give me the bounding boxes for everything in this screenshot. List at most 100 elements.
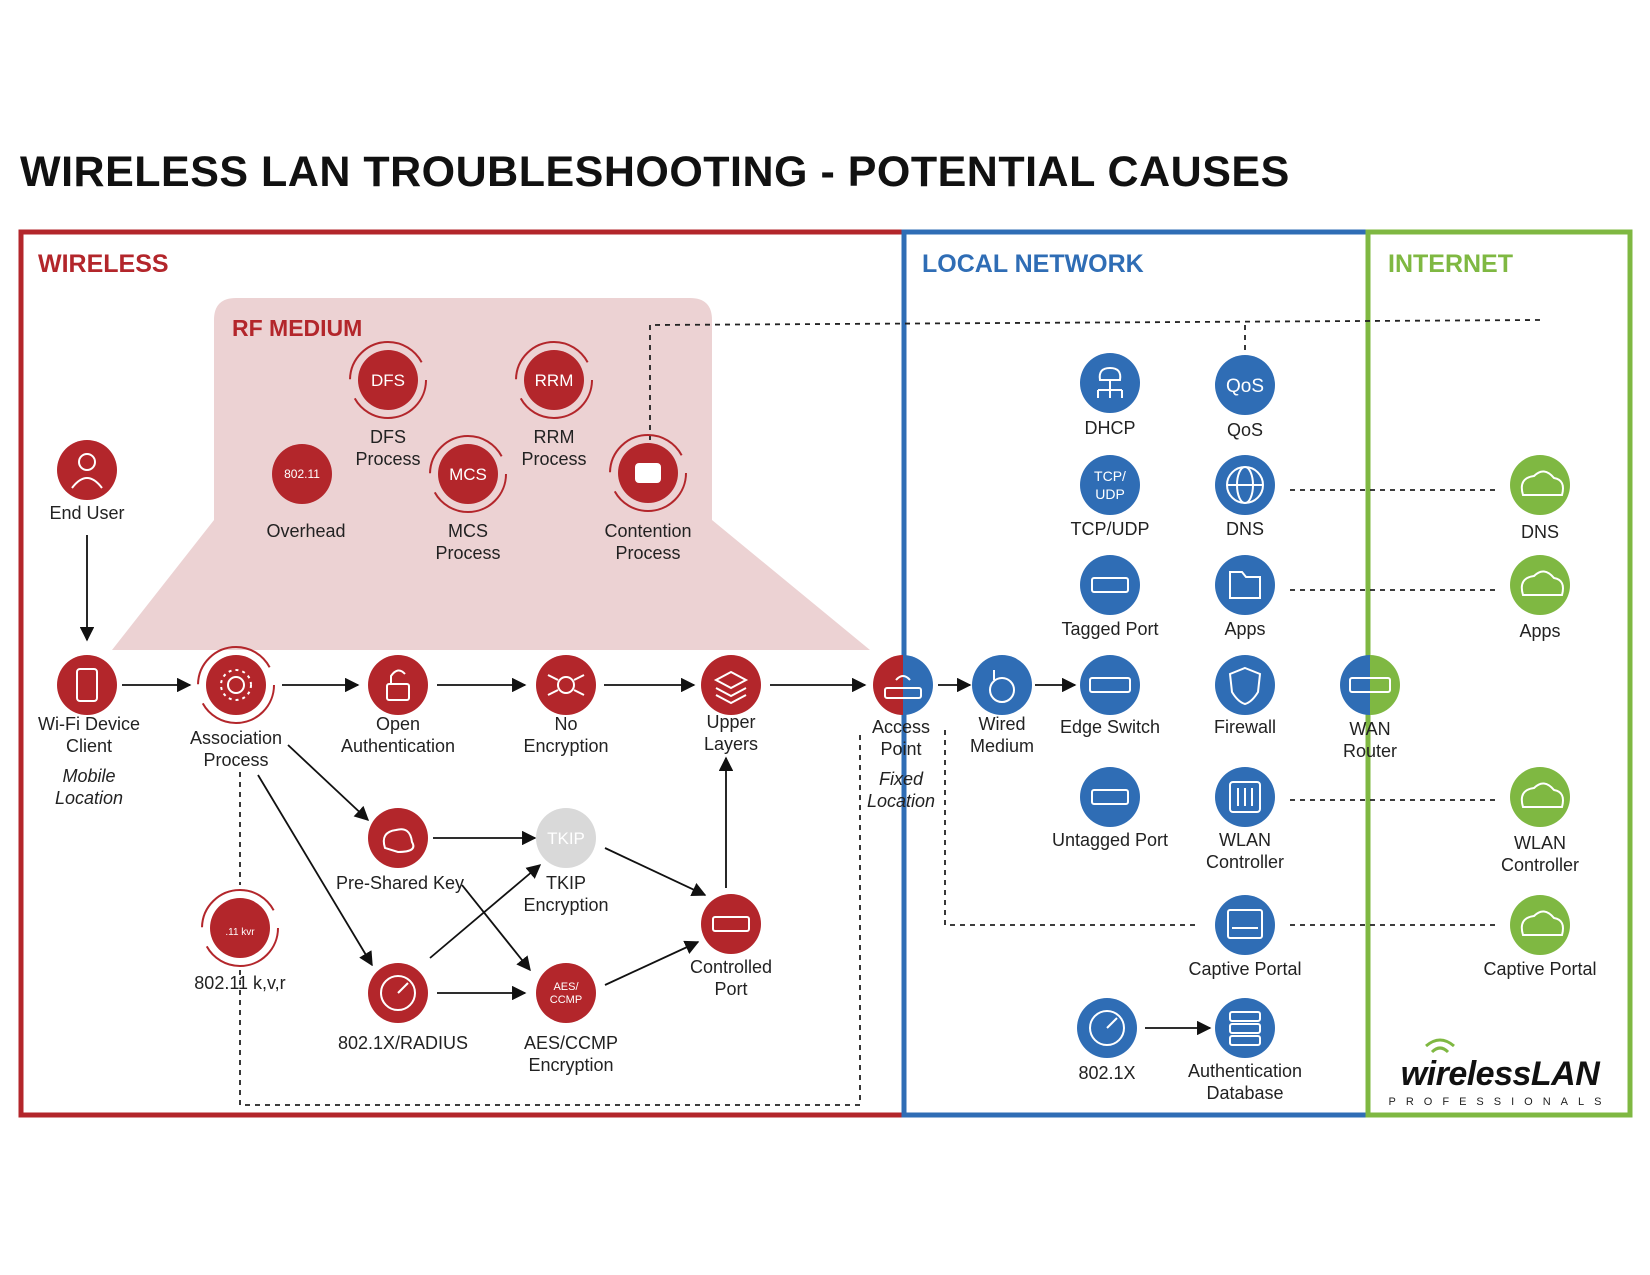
- untagged-port-circle: [1080, 767, 1140, 827]
- dot1x-caption: 802.1X: [1078, 1063, 1136, 1083]
- captive-inet-caption: Captive Portal: [1483, 959, 1597, 979]
- node-circles: [57, 350, 1570, 1058]
- edge-switch-caption: Edge Switch: [1059, 717, 1161, 737]
- access-point-note: Fixed Location: [866, 769, 936, 811]
- tkip-caption: TKIP Encryption: [523, 873, 609, 915]
- port-icon-tagged: [1091, 577, 1129, 593]
- no-encryption-circle: [536, 655, 596, 715]
- dashed-connections: [239, 319, 1541, 1106]
- globe-dns-icon: [1226, 466, 1264, 504]
- end-user-node: End User: [0, 502, 182, 524]
- untagged-port-node: Untagged Port: [1015, 829, 1205, 851]
- circuit-icon: [547, 674, 585, 696]
- mcs-node: MCS Process: [373, 520, 563, 564]
- apps-local-node: Apps: [1150, 618, 1340, 640]
- wired-medium-circle: [972, 655, 1032, 715]
- mcs-badge: MCS: [449, 465, 487, 484]
- open-auth-caption: Open Authentication: [340, 714, 456, 756]
- access-point-icon: [884, 675, 922, 699]
- controlled-port-caption: Controlled Port: [689, 957, 773, 999]
- psk-caption: Pre-Shared Key: [335, 873, 465, 893]
- dns-inet-node: DNS: [1445, 521, 1635, 543]
- contention-caption: Contention Process: [604, 521, 692, 563]
- folder-icon: [1229, 571, 1261, 599]
- kvr-circle: [210, 898, 270, 958]
- end-user-caption: End User: [49, 503, 125, 523]
- cloud-folder-icon: [1520, 570, 1564, 596]
- wlc-local-node: WLAN Controller: [1150, 829, 1340, 873]
- association-caption: Association Process: [189, 728, 283, 770]
- dhcp-tree-icon: [1097, 366, 1123, 398]
- port-icon-untagged: [1091, 789, 1129, 805]
- cloud-portal-icon: [1520, 910, 1564, 936]
- cable-icon: [989, 670, 1015, 703]
- phone-icon: [76, 668, 98, 702]
- tagged-port-circle: [1080, 555, 1140, 615]
- apps-local-caption: Apps: [1224, 619, 1266, 639]
- aes-badge: AES/CCMP: [550, 981, 582, 1006]
- kvr-node: 802.11 k,v,r: [145, 972, 335, 994]
- wifi-client-caption: Wi-Fi Device Client: [38, 714, 140, 756]
- wifi-client-circle: [57, 655, 117, 715]
- edge-switch-circle: [1080, 655, 1140, 715]
- user-icon: [71, 453, 103, 489]
- unlock-icon: [386, 669, 410, 701]
- logo-brand-text: wirelessLAN: [1400, 1055, 1600, 1093]
- dns-inet-caption: DNS: [1520, 522, 1559, 542]
- wan-router-caption: WAN Router: [1342, 719, 1398, 761]
- radius-node: 802.1X/RADIUS: [308, 1032, 498, 1054]
- controller-icon: [1229, 781, 1261, 813]
- tcp-udp-badge: TCP/UDP: [1094, 468, 1126, 502]
- wlc-inet-caption: WLAN Controller: [1500, 833, 1580, 875]
- internet-section-label: INTERNET: [1388, 250, 1513, 278]
- tcp-udp-node: TCP/UDP: [1015, 518, 1205, 540]
- internet-section: [1365, 229, 1633, 1118]
- controlled-port-node: Controlled Port: [636, 956, 826, 1000]
- dfs-circle: [358, 350, 418, 410]
- rrm-caption: RRM Process: [521, 427, 587, 469]
- upper-layers-node: Upper Layers: [636, 711, 826, 755]
- dns-local-caption: DNS: [1225, 519, 1264, 539]
- layers-icon: [713, 670, 749, 705]
- wlc-inet-node: WLAN Controller: [1445, 832, 1635, 876]
- dhcp-caption: DHCP: [1084, 418, 1136, 438]
- brand-logo: wirelessLAN PROFESSIONALS: [1385, 1055, 1615, 1108]
- overhead-caption: Overhead: [266, 521, 346, 541]
- cloud-globe-icon: [1520, 470, 1564, 496]
- switch-icon: [1089, 677, 1131, 693]
- auth-db-node: Authentication Database: [1150, 1060, 1340, 1104]
- kvr-badge: .11 kvr: [225, 927, 255, 938]
- upper-layers-circle: [701, 655, 761, 715]
- overhead-badge: 802.11: [284, 467, 320, 481]
- radius-caption: 802.1X/RADIUS: [337, 1033, 469, 1053]
- dfs-node: DFS Process: [293, 426, 483, 470]
- captive-inet-node: Captive Portal: [1445, 958, 1635, 980]
- access-point-circle: [873, 655, 933, 715]
- kvr-caption: 802.11 k,v,r: [194, 973, 286, 993]
- tagged-port-caption: Tagged Port: [1061, 619, 1159, 639]
- page-title: WIRELESS LAN TROUBLESHOOTING - POTENTIAL…: [20, 148, 1290, 196]
- apps-inet-node: Apps: [1445, 620, 1635, 642]
- dns-inet-circle: [1510, 455, 1570, 515]
- tkip-node: TKIP Encryption: [471, 872, 661, 916]
- firewall-icon: [1228, 666, 1262, 706]
- firewall-node: Firewall: [1150, 716, 1340, 738]
- gauge-icon: [380, 975, 416, 1011]
- association-circle: [206, 655, 266, 715]
- aes-node: AES/CCMP Encryption: [476, 1032, 666, 1076]
- apps-inet-circle: [1510, 555, 1570, 615]
- logo-wifi-icon: [1425, 1038, 1455, 1054]
- mcs-circle: [438, 444, 498, 504]
- dfs-caption: DFS Process: [355, 427, 421, 469]
- captive-local-circle: [1215, 895, 1275, 955]
- access-point-caption: Access Point: [871, 717, 931, 759]
- wan-router-circle: [1340, 655, 1400, 715]
- apps-local-circle: [1215, 555, 1275, 615]
- port-icon-controlled: [712, 916, 750, 932]
- captive-local-node: Captive Portal: [1150, 958, 1340, 980]
- qos-node: QoS: [1150, 419, 1340, 441]
- database-icon: [1229, 1011, 1261, 1046]
- dhcp-node: DHCP: [1015, 417, 1205, 439]
